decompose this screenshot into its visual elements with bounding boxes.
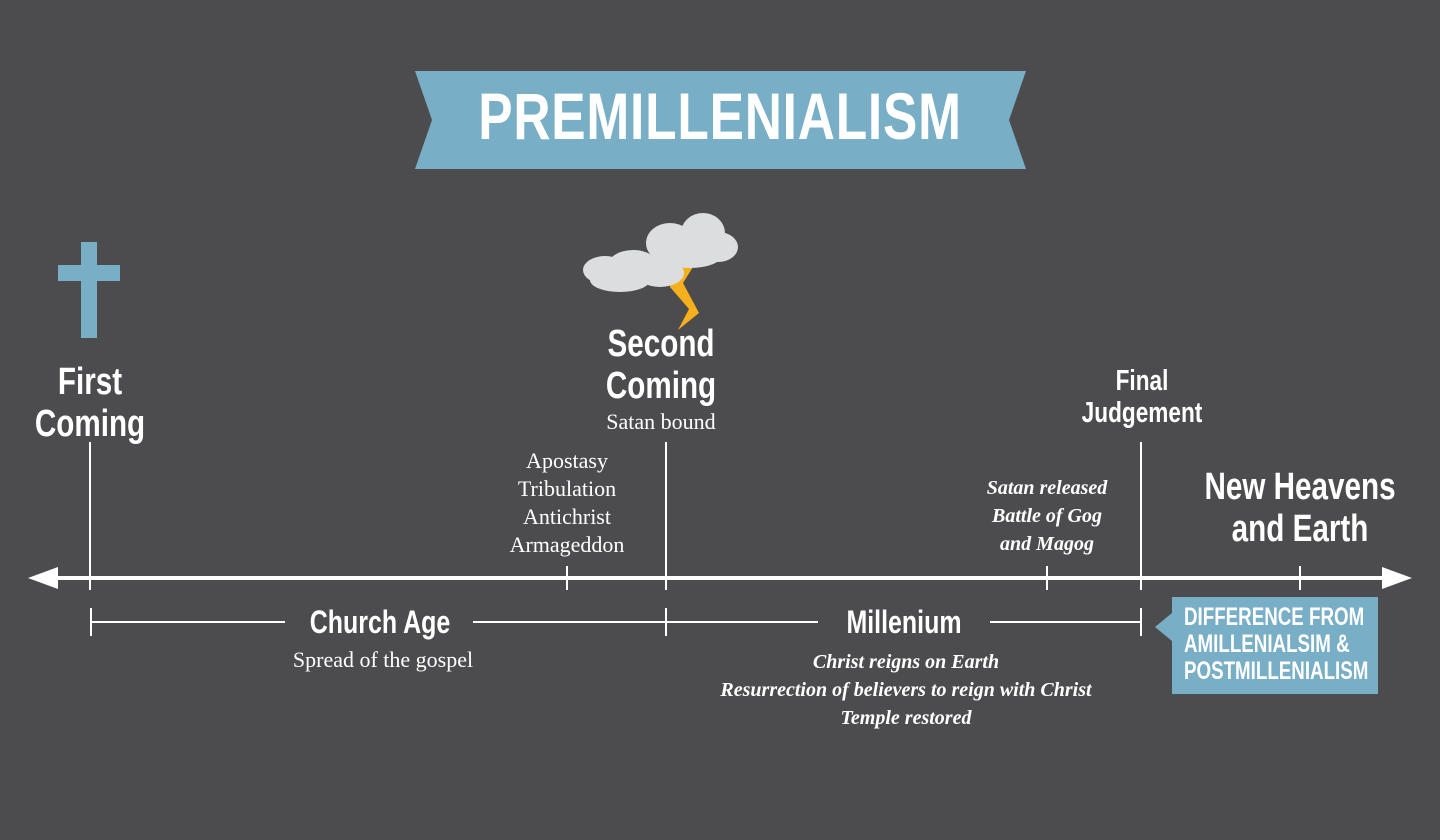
- millenium-label: Millenium: [846, 604, 962, 640]
- storm-cloud-icon: [583, 213, 738, 330]
- title-banner: [415, 71, 1026, 169]
- satan-bound-note: Satan bound: [606, 409, 716, 434]
- church-age-note: Spread of the gospel: [292, 647, 474, 672]
- page-title: PREMILLENIALISM: [478, 79, 962, 153]
- church-age-label: Church Age: [309, 604, 451, 640]
